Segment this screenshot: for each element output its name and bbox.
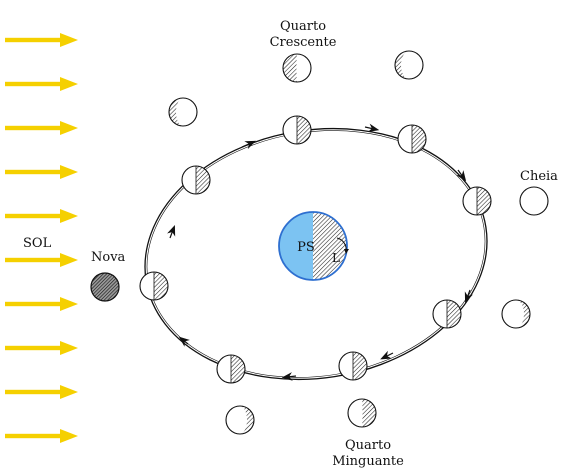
first-quarter-icon: [282, 53, 312, 83]
orbit-direction-arrow: [281, 372, 297, 381]
orbit-moons: [139, 115, 492, 384]
waning-gibbous-icon: [501, 299, 531, 329]
orbit-moon: [216, 354, 246, 384]
sun-ray-arrow: [5, 209, 78, 223]
sun-ray-arrow: [5, 77, 78, 91]
orbit-direction-arrow: [167, 224, 176, 239]
sun-ray-arrow: [5, 253, 78, 267]
orbit-direction-arrows: [167, 123, 473, 381]
waxing-crescent-icon: [168, 97, 198, 127]
earth: PS L: [278, 211, 349, 281]
orbit-direction-arrow: [178, 336, 190, 347]
last-quarter-icon: [347, 398, 377, 428]
sun-ray-arrow: [5, 385, 78, 399]
full-moon-icon: [519, 186, 549, 216]
orbit-moon: [432, 299, 462, 329]
orbit-moon: [181, 165, 211, 195]
new-moon-label: Nova: [91, 250, 126, 265]
sun-ray-arrow: [5, 33, 78, 47]
first-quarter-label-line1: Quarto: [280, 19, 326, 34]
waxing-gibbous-icon: [394, 50, 424, 80]
orbit-moon: [462, 186, 492, 216]
rotation-label: L: [332, 251, 340, 265]
waning-crescent-icon: [225, 405, 255, 435]
sun-rays: [5, 33, 78, 443]
phase-moons: [90, 50, 549, 435]
sun-ray-arrow: [5, 429, 78, 443]
orbit-moon: [338, 351, 368, 381]
orbit-direction-arrow: [380, 350, 394, 360]
sun-ray-arrow: [5, 121, 78, 135]
orbit-direction-arrow: [241, 140, 256, 150]
last-quarter-label-line1: Quarto: [345, 438, 391, 453]
first-quarter-label-line2: Crescente: [270, 35, 337, 50]
sun-ray-arrow: [5, 297, 78, 311]
orbit-moon: [139, 271, 169, 301]
last-quarter-label-line2: Minguante: [332, 454, 404, 469]
earth-label: PS: [297, 240, 315, 255]
sun-ray-arrow: [5, 341, 78, 355]
orbit-direction-arrow: [464, 289, 473, 304]
sun-label: SOL: [23, 236, 52, 251]
orbit-moon: [397, 124, 427, 154]
full-moon-label: Cheia: [520, 169, 558, 184]
sun-ray-arrow: [5, 165, 78, 179]
new-moon-icon: [90, 272, 120, 302]
orbit-moon: [282, 115, 312, 145]
orbit-direction-arrow: [456, 169, 467, 182]
orbit-direction-arrow: [364, 123, 380, 133]
